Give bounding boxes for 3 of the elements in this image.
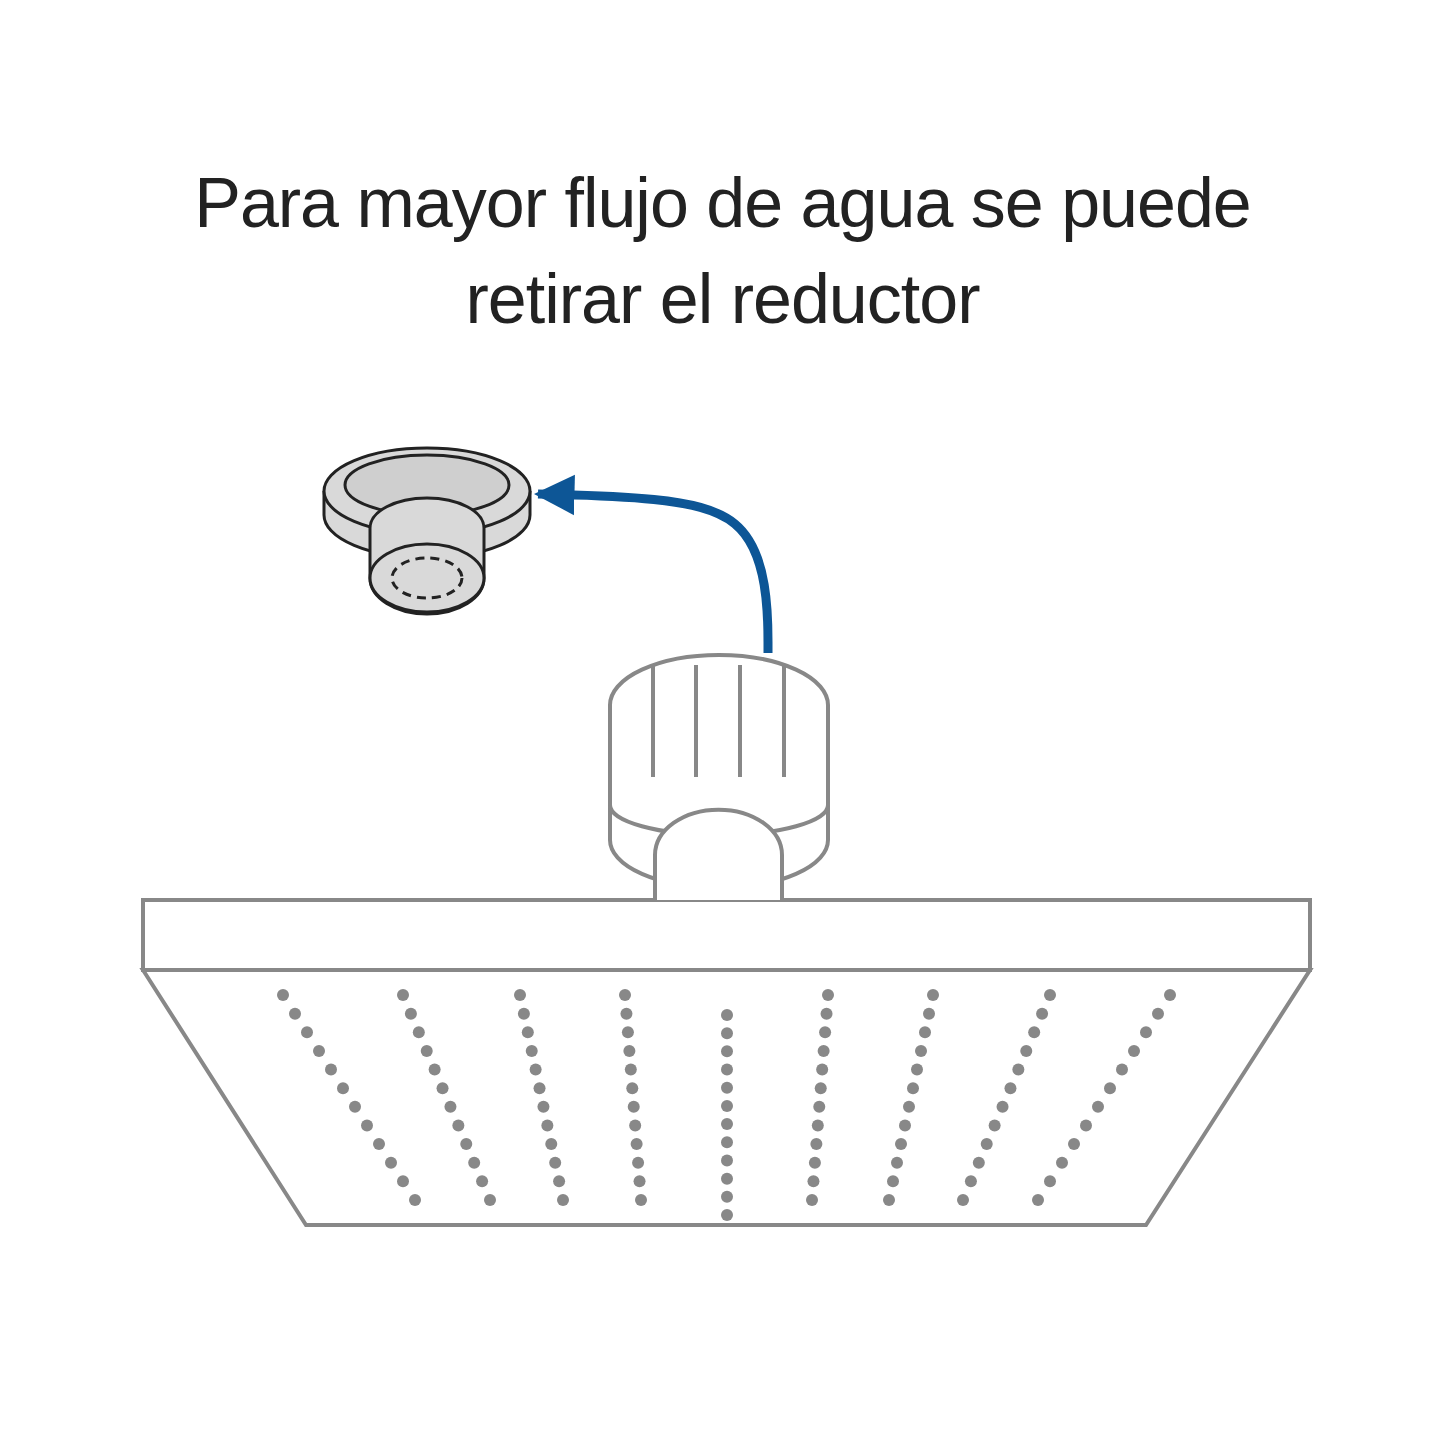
shower-head-drawing: [141, 653, 1312, 1228]
curved-arrow: [533, 474, 773, 653]
title: Para mayor flujo de agua se puede retirar el reductor: [193, 163, 1252, 340]
